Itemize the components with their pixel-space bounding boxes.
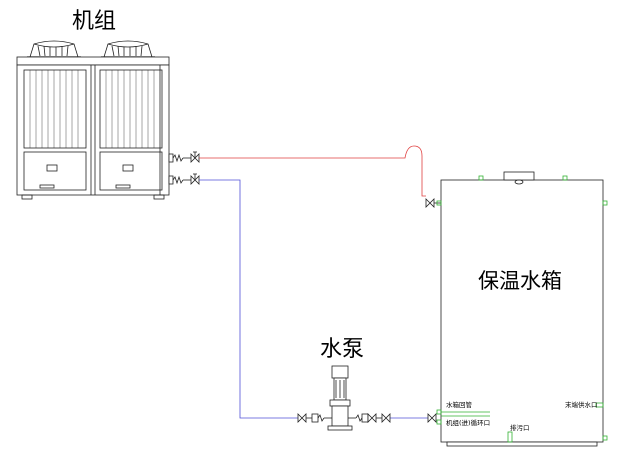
valve-icon	[427, 413, 437, 423]
tank-return-valve	[427, 413, 437, 423]
pump-icon	[327, 365, 353, 431]
tank-inlet-valve	[425, 198, 441, 208]
pump-assembly	[297, 365, 391, 431]
flex-joint-icon	[172, 153, 184, 163]
valve-icon	[425, 198, 435, 208]
unit-label: 机组	[72, 9, 116, 34]
flex-joint-icon	[172, 175, 184, 185]
unit-outlet-fittings	[168, 151, 200, 185]
valve-icon	[381, 413, 391, 423]
valve-icon	[367, 413, 377, 423]
fan-icon	[27, 40, 81, 58]
unit-inlet-loop-label: 机组(进)循环口	[446, 418, 490, 427]
end-supply-label: 末端供水口	[565, 400, 598, 409]
heat-pump-unit	[16, 40, 170, 200]
cold-water-pipe	[199, 179, 428, 419]
valve-icon	[297, 413, 307, 423]
flex-joint-icon	[311, 413, 319, 423]
insulated-water-tank	[440, 171, 604, 447]
pump-label: 水泵	[320, 337, 364, 362]
fan-icon	[101, 40, 155, 58]
drain-label: 排污口	[510, 423, 530, 432]
hot-water-pipe	[199, 145, 426, 197]
tank-fittings	[436, 175, 608, 443]
tank-return-pipe-label: 水箱回管	[446, 400, 473, 409]
tank-label: 保温水箱	[478, 269, 562, 293]
